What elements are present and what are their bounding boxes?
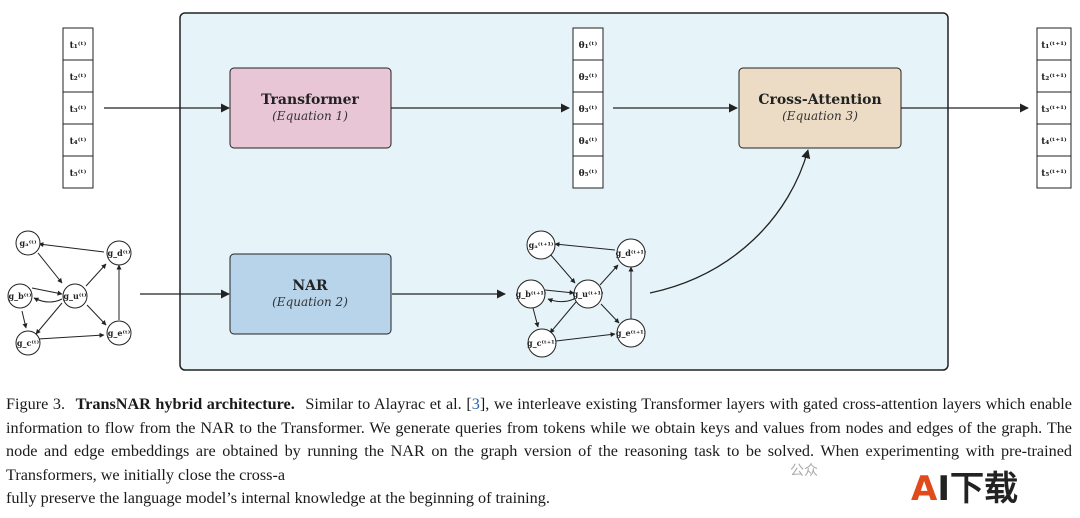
graph-node: gₐ⁽ᵗ⁾ (15, 230, 41, 256)
node-label: g_c⁽ᵗ⁺¹⁾ (527, 338, 557, 348)
graph-node: gₐ⁽ᵗ⁺¹⁾ (526, 230, 556, 260)
node-label: gₐ⁽ᵗ⁾ (19, 238, 36, 248)
node-label: gₐ⁽ᵗ⁺¹⁾ (529, 240, 554, 250)
graph-node: g_b⁽ᵗ⁾ (7, 283, 33, 309)
watermark-logo: AI下载 (905, 466, 1024, 512)
citation-link[interactable]: 3 (471, 395, 480, 413)
caption-last-line: fully preserve the language model’s inte… (6, 489, 550, 508)
theta-cell: θ₂⁽ᵗ⁾ (572, 59, 604, 93)
theta-cell: θ₁⁽ᵗ⁾ (572, 27, 604, 61)
token-label: t₃⁽ᵗ⁾ (70, 104, 87, 115)
nar-box: NAR (Equation 2) (229, 253, 392, 335)
output-token-cell: t₃⁽ᵗ⁺¹⁾ (1036, 91, 1072, 125)
output-token-label: t₄⁽ᵗ⁺¹⁾ (1041, 136, 1067, 147)
theta-label: θ₂⁽ᵗ⁾ (579, 72, 598, 83)
theta-cell: θ₄⁽ᵗ⁾ (572, 123, 604, 157)
token-label: t₁⁽ᵗ⁾ (70, 40, 87, 51)
theta-label: θ₃⁽ᵗ⁾ (579, 104, 598, 115)
graph-node: g_c⁽ᵗ⁺¹⁾ (527, 328, 557, 358)
flow-arrows (104, 103, 1029, 299)
node-label: g_b⁽ᵗ⁺¹⁾ (516, 289, 547, 299)
graph-node: g_b⁽ᵗ⁺¹⁾ (516, 279, 547, 309)
transformer-equation: (Equation 1) (272, 109, 348, 123)
output-token-label: t₂⁽ᵗ⁺¹⁾ (1041, 72, 1067, 83)
node-label: g_u⁽ᵗ⁾ (63, 291, 86, 301)
node-label: g_d⁽ᵗ⁺¹⁾ (616, 248, 647, 258)
graph-node: g_d⁽ᵗ⁾ (106, 240, 132, 266)
caption-text-continued: ], we interleave existing Transformer la… (6, 395, 1072, 484)
transformer-box: Transformer (Equation 1) (229, 67, 392, 149)
theta-label: θ₁⁽ᵗ⁾ (579, 40, 598, 51)
watermark-text: I下载 (937, 469, 1018, 509)
output-graph: gₐ⁽ᵗ⁺¹⁾ g_d⁽ᵗ⁺¹⁾ g_b⁽ᵗ⁺¹⁾ g_u⁽ᵗ⁺¹⁾ g_c⁽ᵗ… (516, 230, 647, 358)
output-token-label: t₁⁽ᵗ⁺¹⁾ (1041, 40, 1067, 51)
output-token-cell: t₂⁽ᵗ⁺¹⁾ (1036, 59, 1072, 93)
token-label: t₂⁽ᵗ⁾ (70, 72, 87, 83)
cross-attention-title: Cross-Attention (758, 92, 881, 108)
arrow-graph-to-cross-attention (649, 149, 811, 294)
output-token-column: t₁⁽ᵗ⁺¹⁾ t₂⁽ᵗ⁺¹⁾ t₃⁽ᵗ⁺¹⁾ t₄⁽ᵗ⁺¹⁾ t₅⁽ᵗ⁺¹⁾ (1036, 27, 1072, 189)
token-cell: t₂⁽ᵗ⁾ (62, 59, 94, 93)
caption-text: Similar to Alayrac et al. [ (305, 395, 472, 413)
token-label: t₄⁽ᵗ⁾ (70, 136, 87, 147)
input-graph: gₐ⁽ᵗ⁾ g_d⁽ᵗ⁾ g_b⁽ᵗ⁾ g_u⁽ᵗ⁾ g_c⁽ᵗ⁾ g_e⁽ᵗ⁾ (7, 230, 132, 356)
output-token-label: t₃⁽ᵗ⁺¹⁾ (1041, 104, 1067, 115)
token-cell: t₃⁽ᵗ⁾ (62, 91, 94, 125)
token-label: t₅⁽ᵗ⁾ (70, 168, 87, 179)
graph-node: g_e⁽ᵗ⁾ (106, 320, 132, 346)
graph-node: g_d⁽ᵗ⁺¹⁾ (616, 238, 647, 268)
graph-node: g_u⁽ᵗ⁺¹⁾ (573, 279, 604, 309)
graph-node: g_u⁽ᵗ⁾ (62, 283, 88, 309)
graph-node: g_e⁽ᵗ⁺¹⁾ (616, 318, 646, 348)
cross-attention-equation: (Equation 3) (782, 109, 858, 123)
theta-label: θ₅⁽ᵗ⁾ (579, 168, 598, 179)
node-label: g_u⁽ᵗ⁺¹⁾ (573, 289, 604, 299)
nar-title: NAR (292, 278, 328, 294)
theta-cell: θ₃⁽ᵗ⁾ (572, 91, 604, 125)
node-label: g_e⁽ᵗ⁺¹⁾ (616, 328, 646, 338)
node-label: g_d⁽ᵗ⁾ (108, 248, 131, 258)
node-label: g_b⁽ᵗ⁾ (9, 291, 32, 301)
output-token-label: t₅⁽ᵗ⁺¹⁾ (1041, 168, 1067, 179)
watermark-letter: A (911, 469, 938, 509)
token-cell: t₁⁽ᵗ⁾ (62, 27, 94, 61)
token-cell: t₄⁽ᵗ⁾ (62, 123, 94, 157)
figure-title: TransNAR hybrid architecture. (75, 395, 295, 413)
theta-column: θ₁⁽ᵗ⁾ θ₂⁽ᵗ⁾ θ₃⁽ᵗ⁾ θ₄⁽ᵗ⁾ θ₅⁽ᵗ⁾ (572, 27, 604, 189)
figure-number: Figure 3. (6, 395, 65, 413)
output-token-cell: t₄⁽ᵗ⁺¹⁾ (1036, 123, 1072, 157)
output-token-cell: t₁⁽ᵗ⁺¹⁾ (1036, 27, 1072, 61)
theta-cell: θ₅⁽ᵗ⁾ (572, 155, 604, 189)
node-label: g_e⁽ᵗ⁾ (108, 328, 130, 338)
watermark-small: 公众 (790, 463, 818, 479)
node-label: g_c⁽ᵗ⁾ (17, 338, 39, 348)
architecture-diagram: t₁⁽ᵗ⁾ t₂⁽ᵗ⁾ t₃⁽ᵗ⁾ t₄⁽ᵗ⁾ t₅⁽ᵗ⁾ θ₁⁽ᵗ⁾ θ₂⁽ᵗ… (7, 12, 1072, 371)
input-token-column: t₁⁽ᵗ⁾ t₂⁽ᵗ⁾ t₃⁽ᵗ⁾ t₄⁽ᵗ⁾ t₅⁽ᵗ⁾ (62, 27, 94, 189)
theta-label: θ₄⁽ᵗ⁾ (579, 136, 598, 147)
graph-node: g_c⁽ᵗ⁾ (15, 330, 41, 356)
output-token-cell: t₅⁽ᵗ⁺¹⁾ (1036, 155, 1072, 189)
token-cell: t₅⁽ᵗ⁾ (62, 155, 94, 189)
cross-attention-box: Cross-Attention (Equation 3) (738, 67, 902, 149)
transformer-title: Transformer (261, 92, 359, 108)
figure-caption: Figure 3. TransNAR hybrid architecture. … (6, 393, 1072, 511)
nar-equation: (Equation 2) (272, 295, 348, 309)
